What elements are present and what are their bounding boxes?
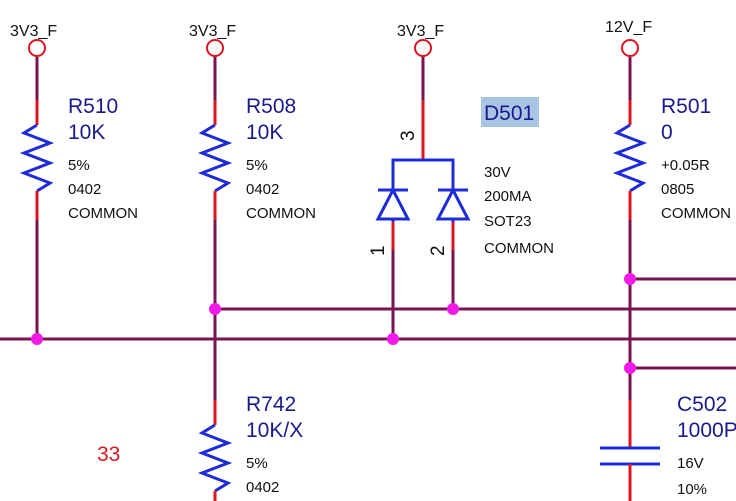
resistor-body-r508 xyxy=(197,123,233,193)
power-port-r510 xyxy=(28,39,46,57)
tolerance-c502: 10% xyxy=(677,481,707,498)
value-r501: 0 xyxy=(661,121,673,144)
ref-designator-r508: R508 xyxy=(246,95,296,118)
resistor-body-r510 xyxy=(19,123,55,193)
resistor-r501[interactable]: 12V_F R501 0 +0.05R 0805 COMMON xyxy=(605,19,731,222)
resistor-r742[interactable]: R742 10K/X 5% 0402 xyxy=(197,393,303,501)
pin-number-1: 1 xyxy=(368,245,389,256)
diode-triangle-right xyxy=(435,186,471,221)
tolerance-r510: 5% xyxy=(68,157,90,174)
junction-dot xyxy=(447,303,459,315)
value-c502: 1000P xyxy=(677,419,736,442)
voltage-c502: 16V xyxy=(677,455,704,472)
group-r510: COMMON xyxy=(68,205,138,222)
group-r501: COMMON xyxy=(661,205,731,222)
power-net-label-r508: 3V3_F xyxy=(189,23,236,40)
ref-designator-c502: C502 xyxy=(677,393,727,416)
package-d501: SOT23 xyxy=(484,213,532,230)
junctions xyxy=(31,273,636,374)
junction-dot xyxy=(387,333,399,345)
package-r508: 0402 xyxy=(246,181,279,198)
diode-d501[interactable]: 3V3_F 3 1 2 D501 30V 200MA SOT23 COMMON xyxy=(368,23,554,257)
value-r510: 10K xyxy=(68,121,105,144)
diode-triangle-left xyxy=(375,186,411,221)
resistor-body-r742 xyxy=(197,423,233,493)
pin-number-3: 3 xyxy=(398,130,419,141)
power-port-r501 xyxy=(621,39,639,57)
power-net-label-r501: 12V_F xyxy=(605,19,652,36)
power-port-r508 xyxy=(206,39,224,57)
ref-designator-r510: R510 xyxy=(68,95,118,118)
power-net-label-d501: 3V3_F xyxy=(397,23,444,40)
resistor-r510[interactable]: 3V3_F R510 10K 5% 0402 COMMON xyxy=(10,23,138,222)
ref-designator-r742: R742 xyxy=(246,393,296,416)
junction-dot xyxy=(209,303,221,315)
pin-number-2: 2 xyxy=(428,245,449,256)
tolerance-r742: 5% xyxy=(246,455,268,472)
junction-dot xyxy=(31,333,43,345)
value-r508: 10K xyxy=(246,121,283,144)
ref-designator-d501: D501 xyxy=(484,102,534,125)
junction-dot xyxy=(624,362,636,374)
voltage-d501: 30V xyxy=(484,164,511,181)
resistor-body-r501 xyxy=(612,123,648,193)
tolerance-r508: 5% xyxy=(246,157,268,174)
group-r508: COMMON xyxy=(246,205,316,222)
ref-designator-r501: R501 xyxy=(661,95,711,118)
power-port-d501 xyxy=(414,39,432,57)
value-r742: 10K/X xyxy=(246,419,303,442)
annotation-label: 33 xyxy=(97,443,120,466)
tolerance-r501: +0.05R xyxy=(661,157,710,174)
package-r510: 0402 xyxy=(68,181,101,198)
package-r501: 0805 xyxy=(661,181,694,198)
current-d501: 200MA xyxy=(484,188,532,205)
selection-highlight xyxy=(481,97,539,127)
package-r742: 0402 xyxy=(246,479,279,496)
power-net-label-r510: 3V3_F xyxy=(10,23,57,40)
capacitor-c502[interactable]: C502 1000P 16V 10% xyxy=(600,393,736,501)
junction-dot xyxy=(624,273,636,285)
group-d501: COMMON xyxy=(484,240,554,257)
resistor-r508[interactable]: 3V3_F R508 10K 5% 0402 COMMON xyxy=(189,23,316,222)
